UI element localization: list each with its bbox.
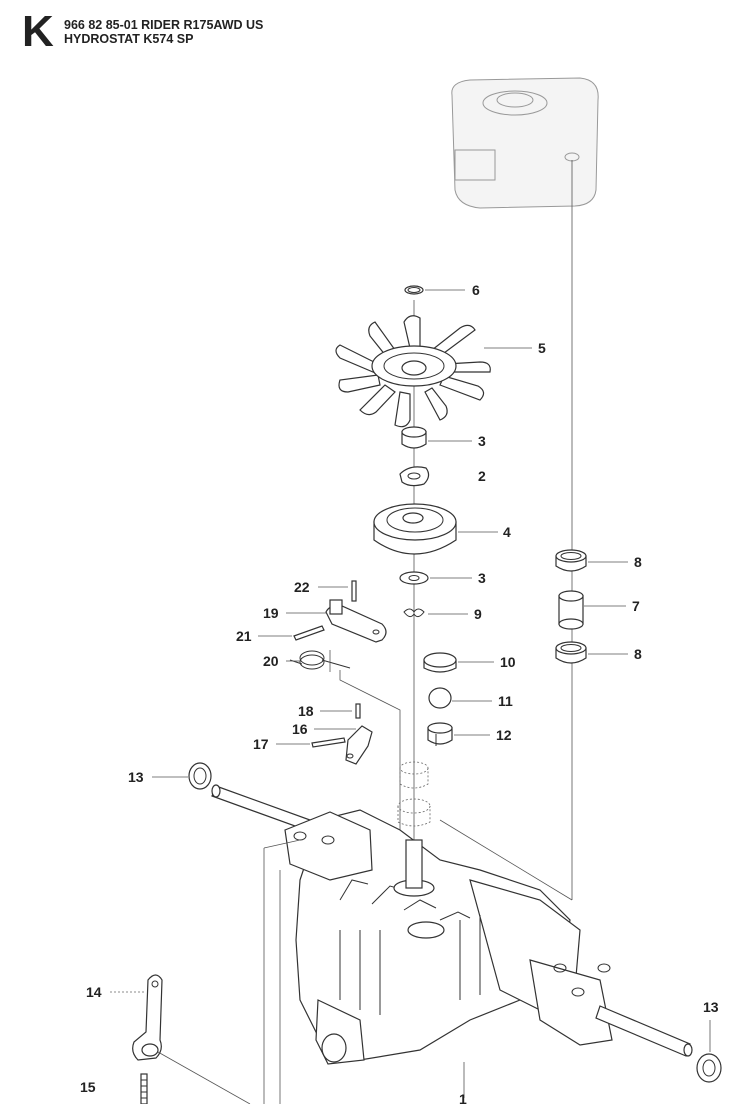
- part-10-cap: [423, 652, 457, 673]
- callout-3-lower: 3: [478, 570, 486, 586]
- part-17-roll-pin: [311, 737, 346, 748]
- callout-15: 15: [80, 1079, 96, 1095]
- left-axle: [211, 784, 311, 831]
- callout-9: 9: [474, 606, 482, 622]
- part-15-bolt: [140, 1073, 148, 1104]
- callout-13-left: 13: [128, 769, 144, 785]
- part-2-washer: [399, 466, 430, 487]
- callout-17: 17: [253, 736, 269, 752]
- model-number: 966 82 85-01 RIDER R175AWD US: [64, 18, 264, 32]
- callout-8-lower: 8: [634, 646, 642, 662]
- assembly-title: HYDROSTAT K574 SP: [64, 32, 194, 46]
- callout-4: 4: [503, 524, 511, 540]
- part-9-clip: [403, 608, 425, 618]
- callout-11: 11: [498, 693, 513, 709]
- part-14-lever: [132, 974, 163, 1061]
- part-20-spring: [289, 650, 351, 670]
- part-12-bearing: [427, 722, 453, 746]
- callout-5: 5: [538, 340, 546, 356]
- callout-21: 21: [236, 628, 252, 644]
- part-22-pin: [351, 580, 357, 602]
- part-8-bushing-lower: [555, 641, 587, 664]
- part-6-ring: [404, 285, 424, 295]
- part-4-pulley: [373, 503, 457, 555]
- part-3-washer-lower: [399, 571, 429, 585]
- shaft-ghost-parts: [397, 761, 431, 827]
- callout-13-right: 13: [703, 999, 719, 1015]
- part-1-transaxle-housing: [284, 809, 613, 1065]
- part-21-roll-pin: [293, 625, 325, 641]
- part-13-seal-left: [188, 762, 212, 790]
- part-13-seal-right: [696, 1053, 722, 1083]
- part-19-lever-arm: [325, 599, 387, 643]
- part-7-sleeve: [558, 590, 584, 630]
- callout-2: 2: [478, 468, 486, 484]
- part-8-bushing-upper: [555, 549, 587, 572]
- callout-22: 22: [294, 579, 310, 595]
- part-3-collar-upper: [401, 426, 427, 449]
- callout-1: 1: [459, 1091, 467, 1104]
- callout-18: 18: [298, 703, 314, 719]
- callout-10: 10: [500, 654, 516, 670]
- engine-outline: [451, 77, 599, 209]
- callout-16: 16: [292, 721, 308, 737]
- callout-12: 12: [496, 727, 512, 743]
- callout-7: 7: [632, 598, 640, 614]
- callout-6: 6: [472, 282, 480, 298]
- part-16-control-arm: [345, 725, 373, 765]
- callout-8-upper: 8: [634, 554, 642, 570]
- callout-19: 19: [263, 605, 279, 621]
- right-axle: [595, 1005, 693, 1057]
- part-11-seal: [428, 687, 452, 709]
- part-18-pin: [355, 703, 361, 719]
- section-letter: K: [22, 7, 54, 56]
- callout-3-upper: 3: [478, 433, 486, 449]
- callout-20: 20: [263, 653, 279, 669]
- part-5-fan: [335, 315, 491, 428]
- callout-14: 14: [86, 984, 102, 1000]
